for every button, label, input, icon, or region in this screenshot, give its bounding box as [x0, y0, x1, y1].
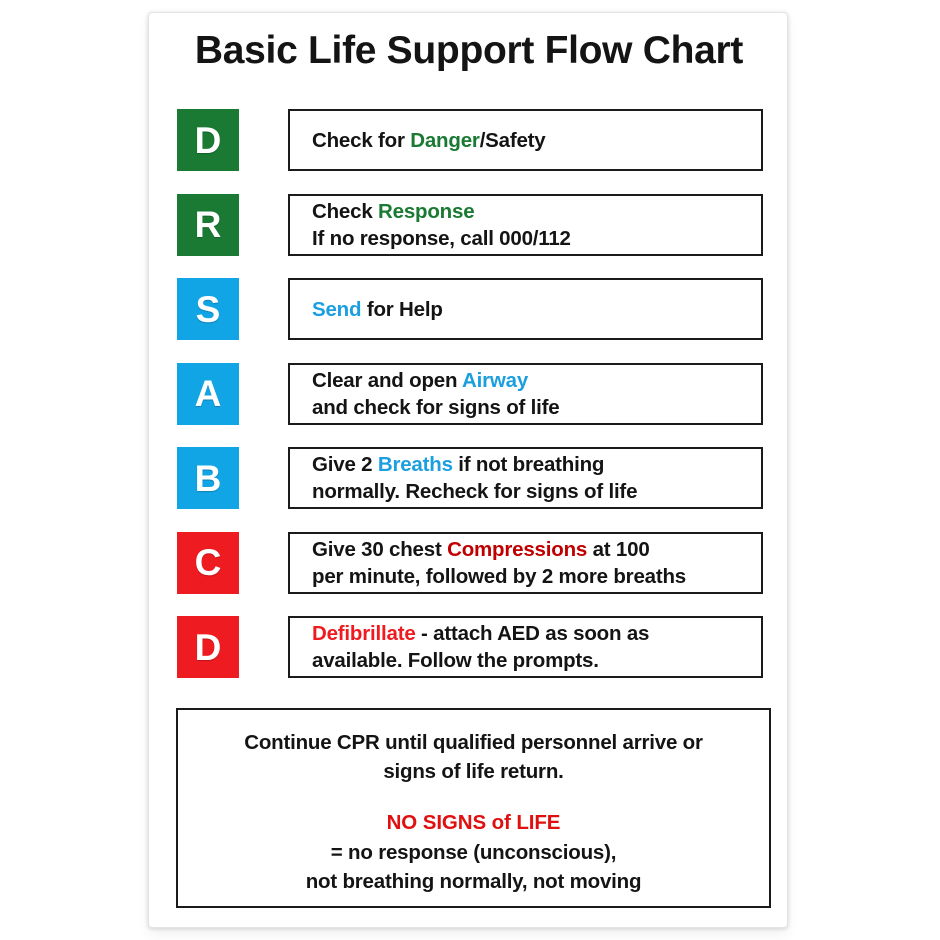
- step-letter-badge: A: [177, 362, 239, 425]
- step-text-segment: Clear and open: [312, 368, 463, 392]
- step-line: Send for Help: [312, 296, 761, 323]
- step-text-segment: and check for signs of life: [312, 395, 560, 419]
- step-line: Defibrillate - attach AED as soon as: [312, 620, 761, 647]
- step-text-segment: /Safety: [479, 128, 546, 152]
- step-line: Check Response: [312, 198, 761, 225]
- step-text-box: Send for Help: [288, 278, 763, 340]
- step-text-segment: Give 30 chest: [312, 537, 448, 561]
- step-text-segment: available. Follow the prompts.: [312, 649, 599, 672]
- step-text-segment: - attach AED as soon as: [415, 622, 650, 645]
- step-text-segment: if not breathing: [452, 453, 605, 476]
- step-line: and check for signs of life: [312, 394, 761, 421]
- step-letter-badge: D: [177, 616, 239, 678]
- step-text-segment: at 100: [587, 537, 650, 561]
- step-text-segment: for Help: [361, 297, 443, 321]
- step-line: If no response, call 000/112: [312, 225, 761, 252]
- step-text-segment: Breaths: [377, 453, 453, 476]
- footer-line-4: not breathing normally, not moving: [305, 870, 642, 893]
- step-text-segment: Send: [312, 297, 362, 321]
- page-title: Basic Life Support Flow Chart: [194, 29, 744, 72]
- footer-spacer: [178, 786, 769, 808]
- footer-note-box: Continue CPR until qualified personnel a…: [176, 708, 771, 908]
- step-text-segment: Compressions: [447, 537, 588, 561]
- step-row: S Send for Help: [149, 278, 789, 363]
- step-text-segment: normally. Recheck for signs of life: [312, 480, 638, 503]
- step-line: Give 2 Breaths if not breathing: [312, 451, 761, 478]
- poster-card: Basic Life Support Flow Chart D Check for…: [148, 12, 788, 928]
- step-line: normally. Recheck for signs of life: [312, 478, 761, 505]
- step-row: D Check for Danger/Safety: [149, 109, 789, 194]
- step-text-segment: Response: [378, 199, 475, 223]
- step-line: Clear and open Airway: [312, 367, 761, 394]
- step-letter-badge: B: [177, 447, 239, 509]
- footer-line-2: signs of life return.: [383, 760, 564, 783]
- step-text-segment: Airway: [462, 368, 529, 392]
- step-text-segment: If no response, call 000/112: [312, 226, 571, 250]
- step-text-segment: Check for: [312, 128, 411, 152]
- step-letter-badge: R: [177, 193, 239, 256]
- step-line: Check for Danger/Safety: [312, 127, 761, 154]
- footer-line-3: = no response (unconscious),: [330, 841, 617, 864]
- step-letter-badge: D: [177, 109, 239, 171]
- step-line: available. Follow the prompts.: [312, 647, 761, 674]
- step-text-segment: Check: [312, 199, 379, 223]
- step-line: per minute, followed by 2 more breaths: [312, 563, 761, 590]
- step-text-box: Check for Danger/Safety: [288, 109, 763, 171]
- step-text-segment: per minute, followed by 2 more breaths: [312, 564, 687, 588]
- step-line: Give 30 chest Compressions at 100: [312, 536, 761, 563]
- step-text-segment: Danger: [410, 128, 480, 152]
- footer-highlight-no-signs-of-life: NO SIGNS of LIFE: [386, 811, 561, 834]
- step-letter-badge: C: [177, 531, 239, 594]
- step-text-segment: Defibrillate: [312, 622, 416, 645]
- step-letter-badge: S: [177, 278, 239, 340]
- footer-line-1: Continue CPR until qualified personnel a…: [244, 731, 703, 754]
- step-text-segment: Give 2: [312, 453, 378, 476]
